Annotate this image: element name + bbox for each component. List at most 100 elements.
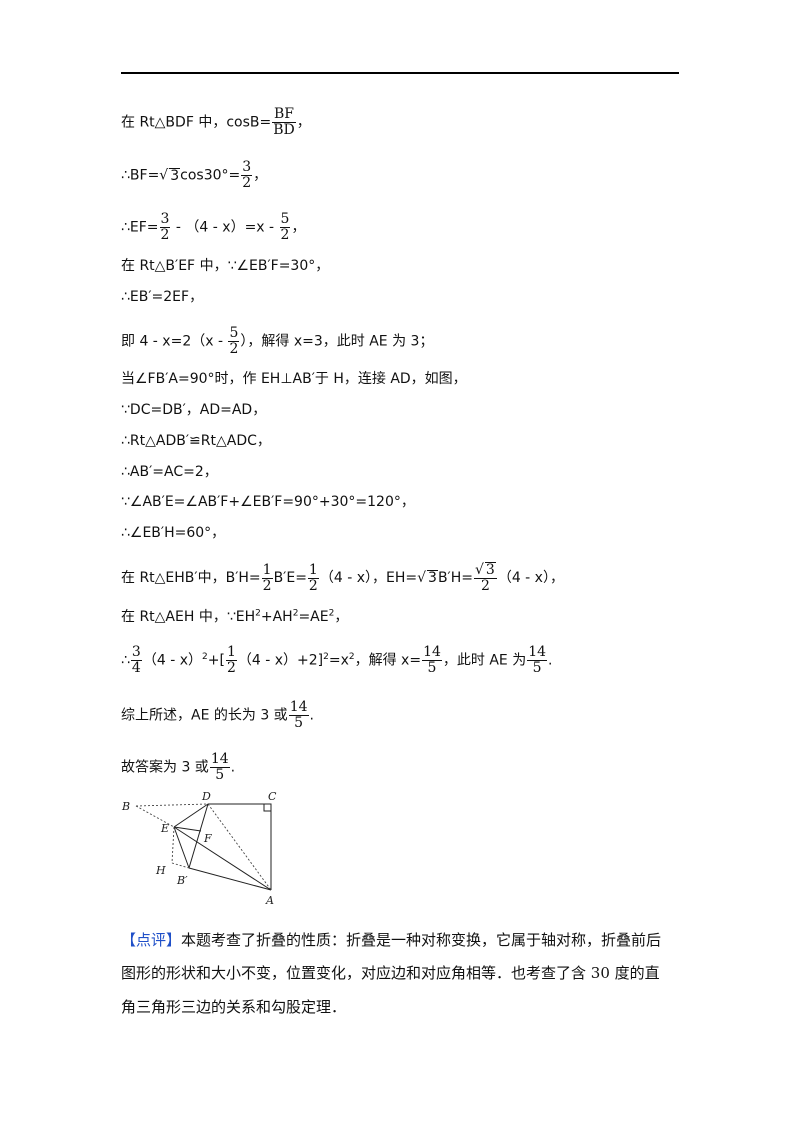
numerator: 1 [307, 561, 319, 579]
numerator: √3 [473, 562, 497, 579]
text: ∴ [121, 652, 130, 669]
segment-EF [173, 826, 202, 832]
superscript: 2 [328, 608, 335, 619]
segment-EBp [173, 826, 190, 869]
text: （4 - x），EH= [319, 570, 418, 586]
segment-DE [173, 803, 209, 828]
line-12: ∴∠EB′H=60°， [121, 525, 226, 541]
text: ， [291, 219, 306, 236]
numerator: 3 [241, 159, 253, 176]
right-angle-mark [263, 803, 272, 812]
numerator: 14 [527, 644, 548, 661]
superscript: 2 [292, 608, 299, 619]
text: cos30°= [180, 167, 241, 184]
text: - （4 - x）=x - [171, 219, 279, 236]
text: ， [334, 609, 349, 625]
segment-DBp [188, 803, 209, 869]
comment-line-3: 角三角形三边的关系和勾股定理． [121, 998, 347, 1016]
denominator: 5 [215, 767, 225, 783]
text: 综上所述，AE 的长为 3 或 [121, 707, 288, 724]
dashed-BD [135, 803, 209, 807]
line-5: ∴EB′=2EF， [121, 289, 204, 305]
text: ，解得 x= [354, 652, 422, 669]
denominator: 2 [262, 577, 272, 594]
label-E: E [160, 822, 169, 835]
comment-line-1: 【点评】本题考查了折叠的性质：折叠是一种对称变换，它属于轴对称，折叠前后 [121, 930, 681, 950]
text: ，此时 AE 为 [442, 652, 527, 669]
text: ∴BF= [121, 167, 160, 184]
denominator: BD [273, 122, 295, 138]
comment-line-2: 图形的形状和大小不变，位置变化，对应边和对应角相等．也考查了含 30 度的直 [121, 964, 660, 982]
label-A: A [265, 894, 274, 907]
text: ），解得 x=3，此时 AE 为 3； [240, 333, 434, 350]
label-B: B [121, 800, 130, 813]
comment-text: 本题考查了折叠的性质：折叠是一种对称变换，它属于轴对称，折叠前后 [181, 931, 662, 949]
numerator: 1 [261, 561, 273, 579]
line-10: ∴AB′=AC=2， [121, 464, 218, 480]
line-4: 在 Rt△B′EF 中，∵∠EB′F=30°， [121, 258, 330, 274]
text: B′H= [437, 570, 473, 586]
dashed-DA [207, 803, 272, 891]
text: ， [253, 167, 268, 184]
dashed-BE [135, 805, 175, 828]
line-7: 当∠FB′A=90°时，作 EH⊥AB′于 H，连接 AD，如图， [121, 371, 467, 387]
denominator: 2 [480, 578, 490, 594]
label-C: C [268, 790, 277, 803]
text: +AH [260, 609, 293, 625]
text: =AE [298, 609, 329, 625]
line-8: ∵DC=DB′，AD=AD， [121, 402, 267, 418]
label-F: F [203, 832, 212, 845]
text: 在 Rt△AEH 中，∵EH [121, 609, 256, 625]
denominator: 2 [229, 341, 239, 357]
comment-tag: 【点评】 [121, 931, 182, 949]
numerator: 14 [209, 751, 230, 768]
superscript: 2 [323, 651, 329, 662]
superscript: 2 [255, 608, 261, 619]
label-D: D [201, 790, 211, 803]
segment-BpA [188, 867, 272, 891]
numerator: BF [272, 106, 296, 123]
superscript: 2 [348, 651, 355, 662]
text: （4 - x） [142, 652, 202, 669]
dashed-EH [171, 826, 175, 864]
sqrt: 3 [427, 570, 438, 586]
text: 即 4 - x=2（x - [121, 333, 228, 350]
text: （4 - x）， [497, 570, 564, 586]
text: ∴EF= [121, 219, 159, 236]
numerator: 3 [159, 211, 171, 228]
numerator: 5 [228, 325, 240, 342]
numerator: 1 [225, 644, 237, 661]
line-11: ∵∠AB′E=∠AB′F+∠EB′F=90°+30°=120°， [121, 494, 415, 510]
text: =x [328, 652, 349, 669]
geometry-figure: B D C E F H B′ A [121, 790, 277, 907]
sqrt: 3 [484, 562, 496, 578]
label-Bprime: B′ [176, 874, 188, 887]
text: ， [296, 114, 311, 131]
text: （4 - x）+2] [237, 652, 324, 669]
numerator: 3 [130, 644, 142, 661]
line-14: 在 Rt△AEH 中，∵EH2+AH2=AE2， [121, 607, 348, 627]
denominator: 2 [226, 660, 236, 676]
denominator: 2 [280, 227, 290, 243]
denominator: 2 [160, 227, 170, 243]
superscript: 2 [202, 651, 208, 662]
